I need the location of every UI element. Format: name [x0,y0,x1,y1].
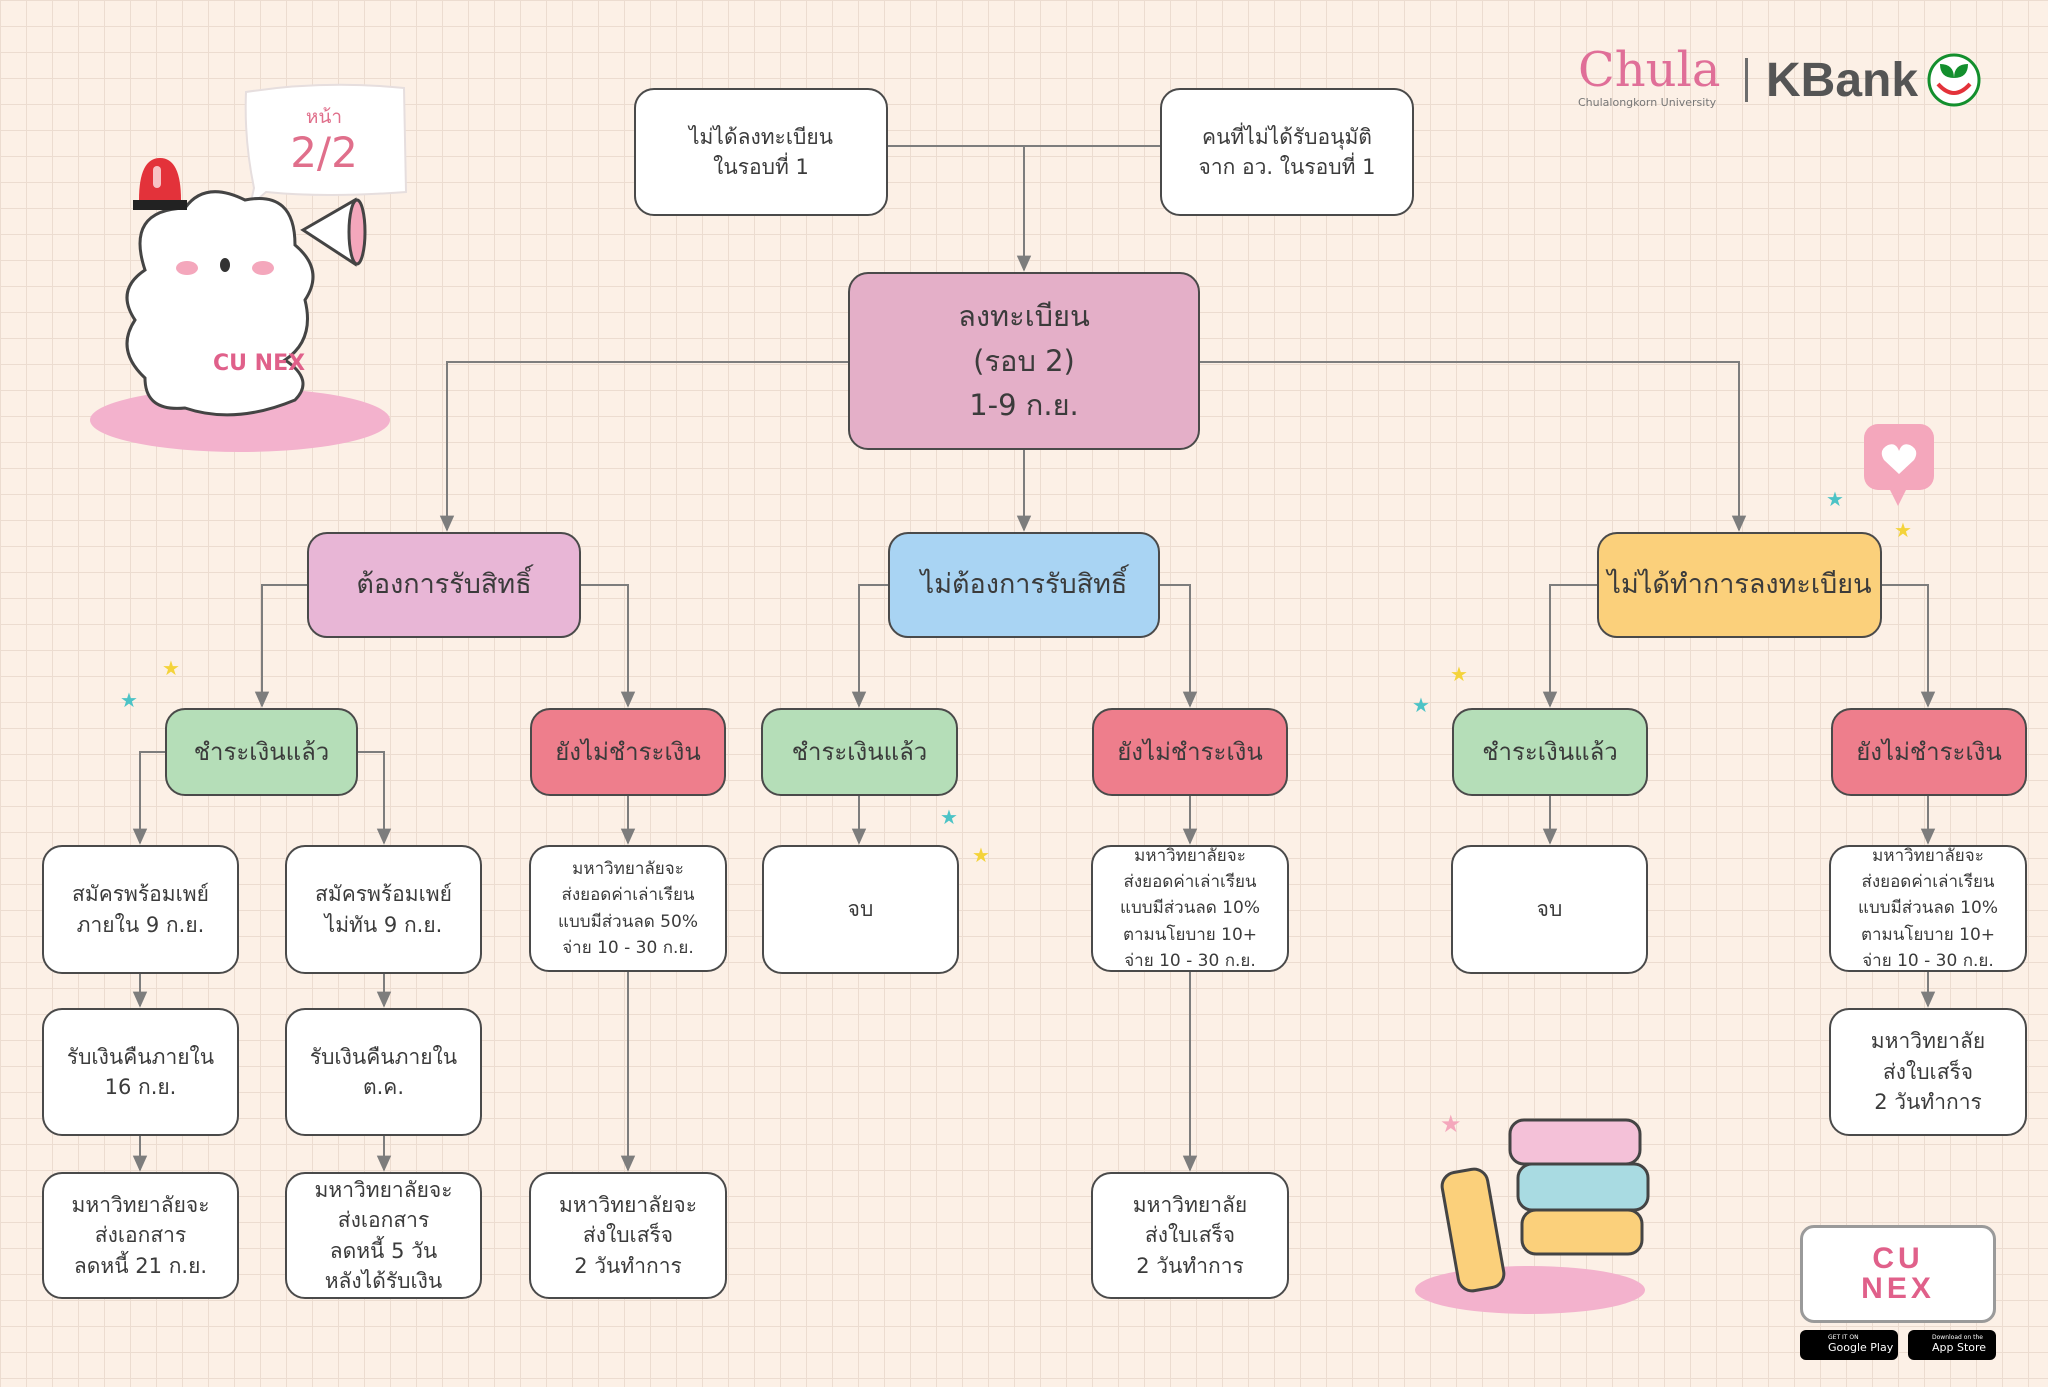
leaf-end-e: จบ [1451,845,1648,974]
leaf-receipt-b: มหาวิทยาลัยจะ ส่งใบเสร็จ 2 วันทำการ [529,1172,727,1299]
siren-icon [133,158,187,210]
books-icon [1415,1118,1650,1314]
star-icon: ★ [1440,1110,1462,1138]
app-store-label: App Store [1932,1341,1987,1355]
node-register-round2: ลงทะเบียน (รอบ 2) 1-9 ก.ย. [848,272,1200,450]
node-paid-c: ชำระเงินแล้ว [761,708,958,796]
chula-logo: Chula Chulalongkorn University [1578,42,1721,116]
megaphone-icon [300,197,367,267]
leaf-debit-note-sep21: มหาวิทยาลัยจะ ส่งเอกสาร ลดหนี้ 21 ก.ย. [42,1172,239,1299]
google-play-button[interactable]: GET IT ON Google Play [1800,1330,1898,1360]
star-icon: ★ [162,656,180,680]
leaf-refund-sep16: รับเงินคืนภายใน 16 ก.ย. [42,1008,239,1136]
node-no-want-right: ไม่ต้องการรับสิทธิ์ [888,532,1160,638]
leaf-promptpay-late: สมัครพร้อมเพย์ ไม่ทัน 9 ก.ย. [285,845,482,974]
page-badge-label: หน้า [305,106,343,128]
node-paid-e: ชำระเงินแล้ว [1452,708,1648,796]
app-store-small: Download on the [1932,1334,1983,1342]
node-unpaid-f: ยังไม่ชำระเงิน [1831,708,2027,796]
leaf-promptpay-in-time: สมัครพร้อมเพย์ ภายใน 9 ก.ย. [42,845,239,974]
leaf-receipt-d: มหาวิทยาลัย ส่งใบเสร็จ 2 วันทำการ [1091,1172,1289,1299]
star-icon: ★ [1450,662,1468,686]
heart-bubble-icon [1864,424,1934,506]
leaf-end-c: จบ [762,845,959,974]
star-icon: ★ [1826,487,1844,511]
mascot-cu-nex-text: CU NEX [213,351,305,376]
page-badge-value: 2/2 [290,128,358,177]
star-icon: ★ [120,688,138,712]
leaf-receipt-f: มหาวิทยาลัย ส่งใบเสร็จ 2 วันทำการ [1829,1008,2027,1136]
page-badge: หน้า 2/2 [236,80,412,209]
brand-divider [1745,58,1748,102]
google-play-small: GET IT ON [1828,1334,1859,1342]
leaf-debit-note-5days: มหาวิทยาลัยจะ ส่งเอกสาร ลดหนี้ 5 วัน หลั… [285,1172,482,1299]
kbank-leaf-icon [1927,53,1981,107]
mascot-illustration: CU NEX [85,150,395,460]
leaf-discount-10-d: มหาวิทยาลัยจะ ส่งยอดค่าเล่าเรียน แบบมีส่… [1091,845,1289,972]
node-paid-a: ชำระเงินแล้ว [165,708,358,796]
kbank-logo: KBank [1766,50,2006,110]
leaf-discount-50: มหาวิทยาลัยจะ ส่งยอดค่าเล่าเรียน แบบมีส่… [529,845,727,972]
star-icon: ★ [1894,518,1912,542]
app-store-button[interactable]: Download on the App Store [1908,1330,1996,1360]
cunex-app-badge[interactable]: CU NEX [1800,1225,1996,1323]
node-not-registered-round1: ไม่ได้ลงทะเบียน ในรอบที่ 1 [634,88,888,216]
node-not-approved-round1: คนที่ไม่ได้รับอนุมัติ จาก อว. ในรอบที่ 1 [1160,88,1414,216]
node-want-right: ต้องการรับสิทธิ์ [307,532,581,638]
leaf-refund-oct: รับเงินคืนภายใน ต.ค. [285,1008,482,1136]
chula-logo-sub: Chulalongkorn University [1578,96,1717,109]
node-unpaid-d: ยังไม่ชำระเงิน [1092,708,1288,796]
node-unpaid-b: ยังไม่ชำระเงิน [530,708,726,796]
star-icon: ★ [1412,693,1430,717]
star-icon: ★ [972,843,990,867]
leaf-discount-10-f: มหาวิทยาลัยจะ ส่งยอดค่าเล่าเรียน แบบมีส่… [1829,845,2027,972]
chula-logo-text: Chula [1578,42,1721,98]
google-play-label: Google Play [1828,1341,1894,1355]
node-not-registered: ไม่ได้ทำการลงทะเบียน [1597,532,1882,638]
kbank-logo-text: KBank [1766,53,1919,107]
star-icon: ★ [940,805,958,829]
cunex-app-name: CU NEX [1861,1242,1935,1305]
